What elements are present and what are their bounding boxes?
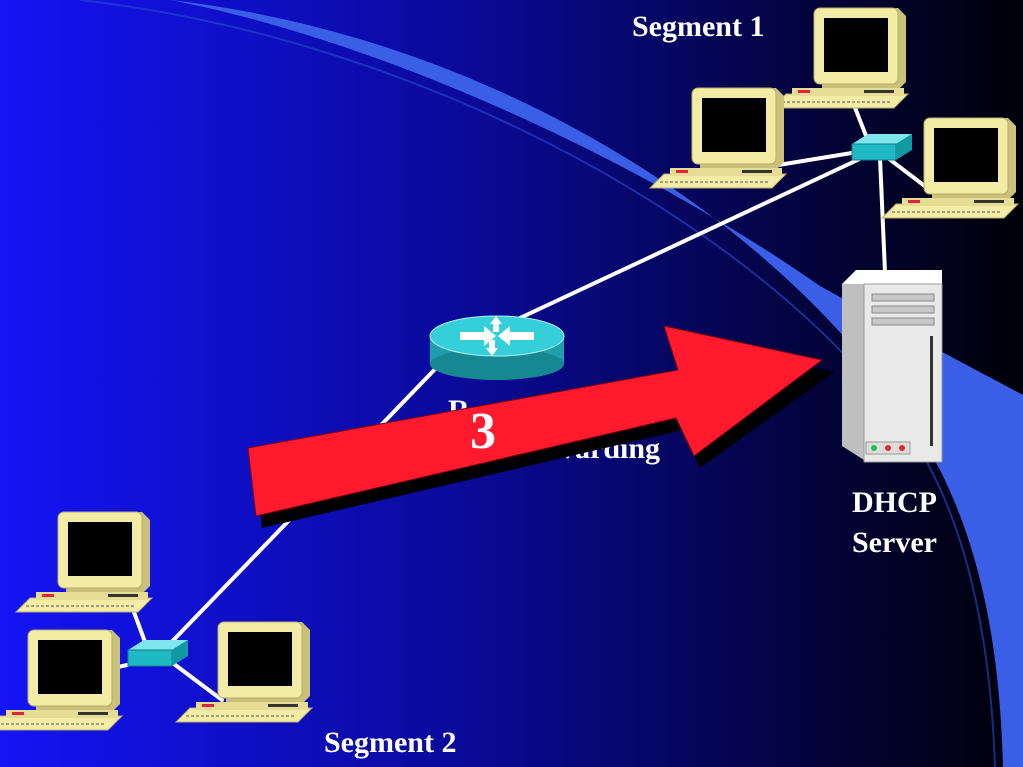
segment1-label: Segment 1 xyxy=(632,10,764,43)
dhcp-label-line2: Server xyxy=(852,526,937,559)
arrow-icon: 3 xyxy=(247,325,834,528)
router-icon xyxy=(429,315,565,380)
server-icon xyxy=(842,270,943,463)
dhcp-label-line1: DHCP xyxy=(852,486,937,519)
segment2-label: Segment 2 xyxy=(324,726,456,759)
background-arc xyxy=(170,0,1023,767)
step-number: 3 xyxy=(470,403,496,460)
